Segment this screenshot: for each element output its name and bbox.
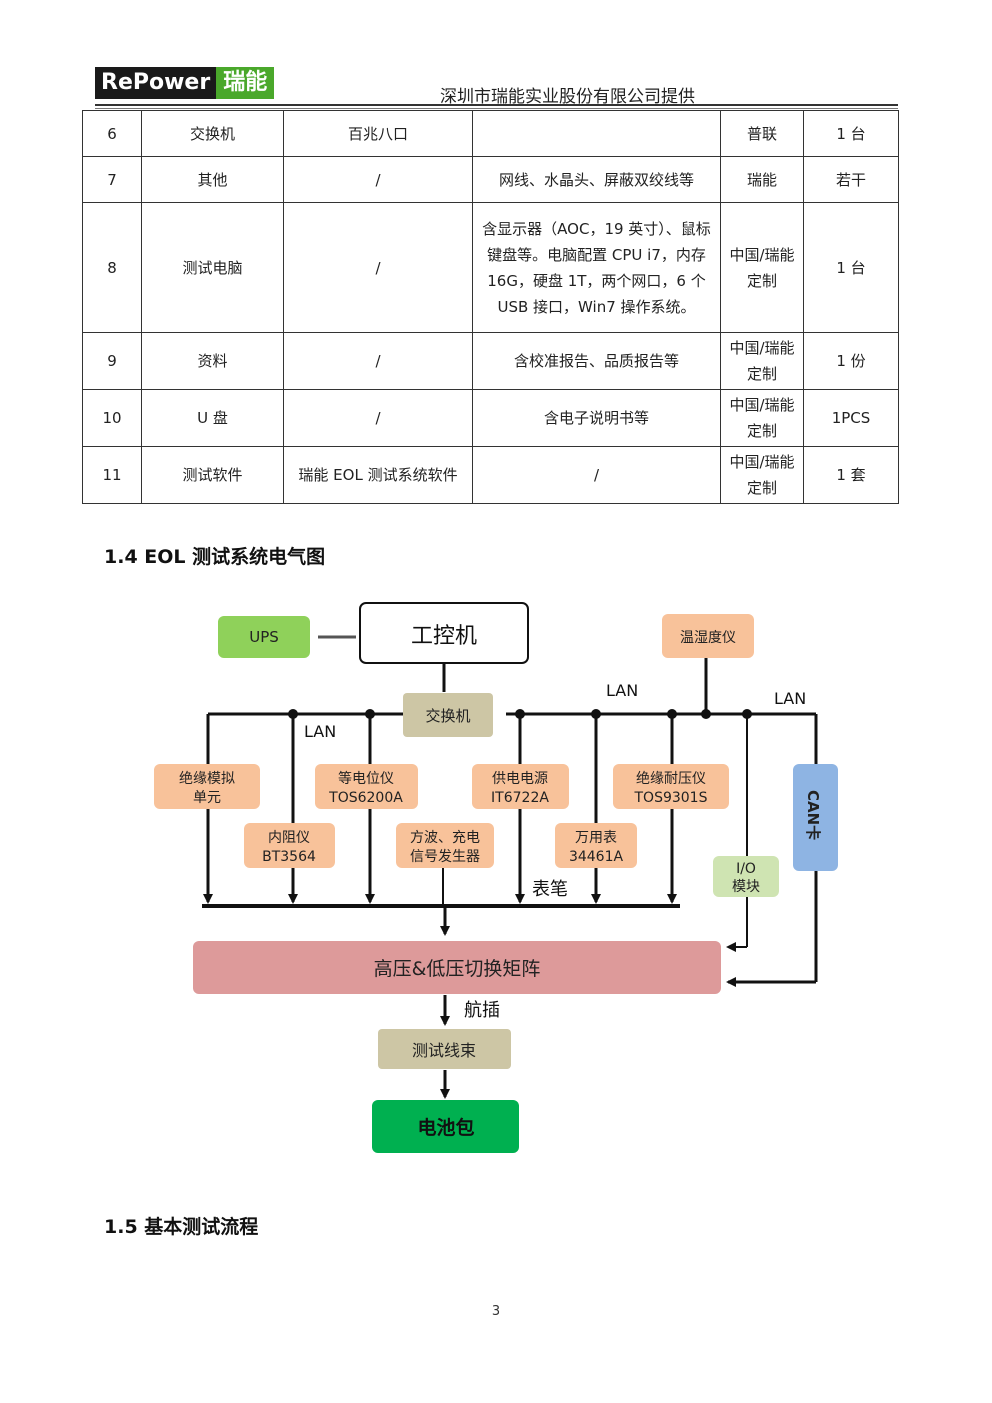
ups-box (218, 616, 310, 658)
io-module-label-1: I/O (736, 861, 756, 877)
cell-desc: / (472, 446, 721, 504)
section-heading-1-4: 1.4 EOL 测试系统电气图 (104, 546, 326, 568)
page-number: 3 (491, 1304, 501, 1319)
switch-matrix-label: 高压&低压切换矩阵 (374, 958, 541, 980)
siggen-box (396, 823, 494, 868)
harness-box (378, 1029, 511, 1069)
cell-qty: 1 台 (803, 202, 899, 333)
cell-desc: 含电子说明书等 (472, 389, 721, 447)
header-rule (95, 104, 898, 106)
switch-label: 交换机 (425, 707, 470, 725)
cell-brand: 中国/瑞能定制 (720, 332, 804, 390)
company-name: 深圳市瑞能实业股份有限公司提供 (440, 87, 695, 107)
battery-label: 电池包 (417, 1116, 474, 1139)
resist-label-1: 内阻仪 (268, 830, 310, 846)
cell-spec: / (283, 156, 473, 203)
cell-qty: 1 份 (803, 332, 899, 390)
logo-chinese: 瑞能 (216, 67, 275, 99)
cell-spec: 瑞能 EOL 测试系统软件 (283, 446, 473, 504)
thermo-box (662, 614, 754, 658)
can-card-label: CAN卡 (804, 790, 822, 840)
cell-brand: 瑞能 (720, 156, 804, 203)
lan-label-3: LAN (304, 722, 336, 741)
dmm-label-2: 34461A (569, 849, 624, 865)
io-module-box (713, 856, 779, 897)
insul-sim-label-2: 单元 (193, 790, 221, 806)
cell-desc (472, 110, 721, 157)
cell-brand: 中国/瑞能定制 (720, 202, 804, 333)
switch-box (403, 693, 493, 737)
cell-no: 10 (82, 389, 142, 447)
cell-qty: 1 套 (803, 446, 899, 504)
plug-label: 航插 (464, 1000, 500, 1021)
resist-box (244, 823, 335, 868)
hipot-box (613, 764, 729, 809)
section-heading-1-5: 1.5 基本测试流程 (104, 1216, 259, 1238)
cell-brand: 中国/瑞能定制 (720, 389, 804, 447)
lan-label-1: LAN (606, 681, 638, 700)
thermo-label: 温湿度仪 (680, 630, 736, 646)
probe-label: 表笔 (532, 879, 568, 900)
equipotential-box (315, 764, 418, 809)
lan-label-2: LAN (774, 689, 806, 708)
psu-label-1: 供电电源 (492, 771, 548, 787)
equipotential-label-2: TOS6200A (328, 790, 403, 806)
cell-name: 其他 (141, 156, 284, 203)
cell-name: 测试软件 (141, 446, 284, 504)
cell-name: 资料 (141, 332, 284, 390)
resist-label-2: BT3564 (262, 849, 316, 865)
cell-name: 测试电脑 (141, 202, 284, 333)
io-module-label-2: 模块 (732, 879, 760, 895)
cell-name: U 盘 (141, 389, 284, 447)
cell-brand: 中国/瑞能定制 (720, 446, 804, 504)
hipot-label-1: 绝缘耐压仪 (636, 771, 706, 787)
hipot-label-2: TOS9301S (634, 790, 708, 806)
ipc-label: 工控机 (411, 624, 477, 649)
harness-label: 测试线束 (412, 1041, 476, 1060)
dmm-box (555, 823, 637, 868)
cell-desc: 含显示器（AOC，19 英寸）、鼠标键盘等。电脑配置 CPU i7，内存 16G… (472, 202, 721, 333)
psu-box (472, 764, 569, 809)
logo-english: RePower (95, 67, 217, 99)
cell-name: 交换机 (141, 110, 284, 157)
cell-qty: 若干 (803, 156, 899, 203)
can-card-box (793, 764, 838, 871)
siggen-label-2: 信号发生器 (410, 849, 480, 865)
battery-box (372, 1100, 519, 1153)
cell-qty: 1PCS (803, 389, 899, 447)
cell-qty: 1 台 (803, 110, 899, 157)
psu-label-2: IT6722A (491, 790, 549, 806)
cell-spec: / (283, 202, 473, 333)
company-logo: RePower 瑞能 (95, 67, 275, 99)
dmm-label-1: 万用表 (575, 830, 617, 846)
header-rule-thin (95, 108, 898, 109)
cell-desc: 含校准报告、品质报告等 (472, 332, 721, 390)
siggen-label-1: 方波、充电 (410, 830, 480, 846)
cell-no: 11 (82, 446, 142, 504)
cell-spec: / (283, 332, 473, 390)
insul-sim-label-1: 绝缘模拟 (179, 771, 235, 787)
ups-label: UPS (249, 628, 279, 646)
switch-matrix-box (193, 941, 721, 994)
cell-desc: 网线、水晶头、屏蔽双绞线等 (472, 156, 721, 203)
insul-sim-box (154, 764, 260, 809)
cell-no: 8 (82, 202, 142, 333)
cell-no: 7 (82, 156, 142, 203)
cell-brand: 普联 (720, 110, 804, 157)
equipotential-label-1: 等电位仪 (338, 770, 394, 787)
cell-spec: 百兆八口 (283, 110, 473, 157)
